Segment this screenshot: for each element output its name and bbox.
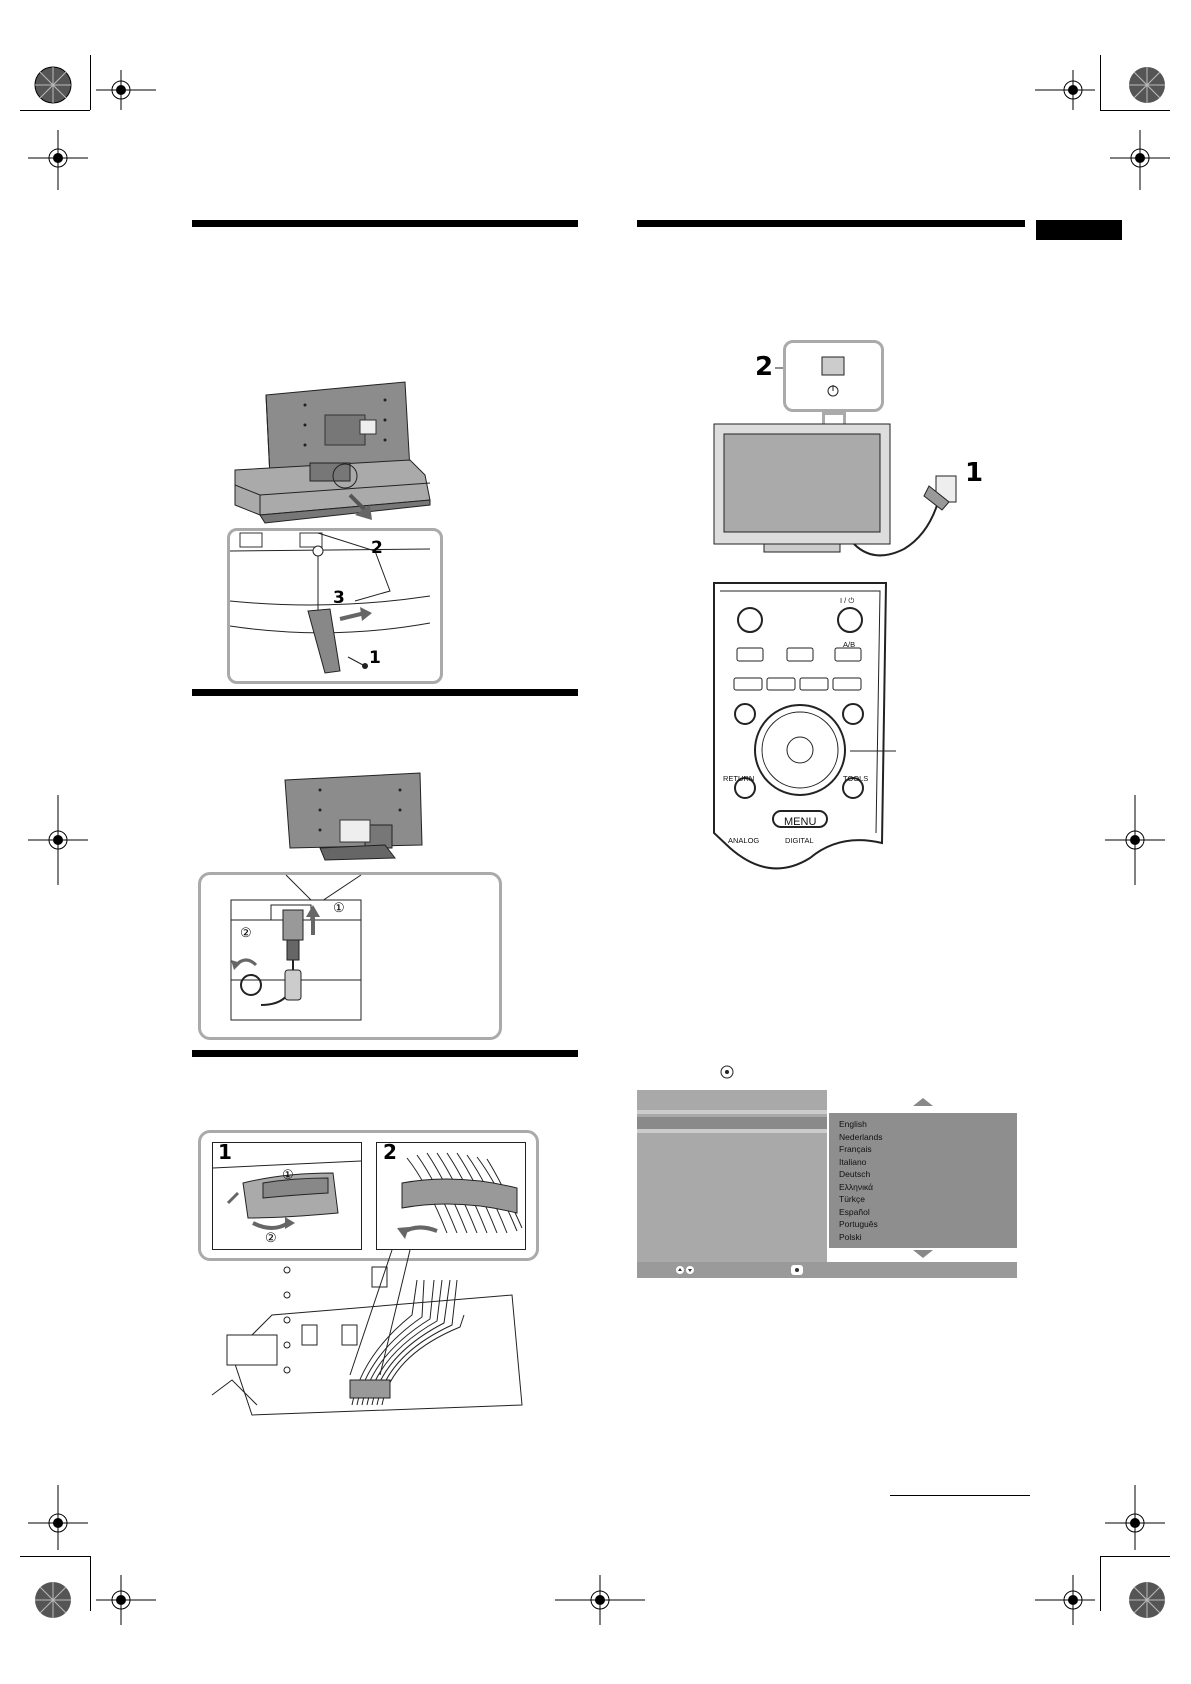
tools-button-label: TOOLS bbox=[843, 774, 869, 783]
crosshair-icon bbox=[28, 795, 88, 885]
menu-footer-bar bbox=[637, 1262, 1017, 1278]
callout-number: 1 bbox=[369, 648, 381, 668]
language-option-polish[interactable]: Polski bbox=[839, 1231, 862, 1242]
select-button-icon bbox=[791, 1265, 803, 1275]
crosshair-icon bbox=[96, 1575, 156, 1625]
callout-number: 1 bbox=[965, 458, 984, 488]
menu-header-bar bbox=[637, 1110, 827, 1114]
crosshair-icon bbox=[1035, 1575, 1095, 1625]
callout-number: 2 bbox=[383, 1140, 397, 1164]
ab-button-label: A/B bbox=[843, 640, 856, 649]
step-marker: ① bbox=[282, 1167, 294, 1182]
bundle-leader-lines bbox=[349, 1249, 411, 1376]
return-button-label: RETURN bbox=[723, 774, 755, 783]
section-rule bbox=[637, 220, 1025, 227]
language-list: English Nederlands Français Italiano Deu… bbox=[829, 1113, 1017, 1248]
step-marker: ② bbox=[265, 1230, 277, 1245]
language-option-italian[interactable]: Italiano bbox=[839, 1156, 867, 1167]
menu-highlight-row bbox=[637, 1129, 827, 1133]
power-button-detail bbox=[783, 340, 884, 412]
crosshair-icon bbox=[1035, 70, 1095, 110]
cable-removal-diagram bbox=[280, 770, 430, 861]
stand-fix-diagram bbox=[230, 375, 440, 685]
language-option-german[interactable]: Deutsch bbox=[839, 1169, 871, 1179]
menu-button-label: MENU bbox=[784, 816, 817, 828]
bundle-step-1 bbox=[212, 1142, 362, 1250]
crosshair-icon bbox=[1110, 130, 1170, 190]
continued-rule bbox=[890, 1495, 1030, 1496]
crop-target-icon bbox=[1129, 1582, 1165, 1618]
remote-control bbox=[710, 582, 890, 873]
crop-target-icon bbox=[34, 66, 72, 104]
crop-target-icon bbox=[35, 1582, 71, 1618]
menu-left-panel bbox=[637, 1090, 827, 1262]
callout-number: 2 bbox=[371, 538, 383, 558]
up-down-arrows-icon bbox=[676, 1266, 694, 1274]
crosshair-icon bbox=[96, 70, 156, 110]
step-marker: ① bbox=[333, 900, 345, 915]
step-marker: ② bbox=[240, 925, 252, 940]
tv-back-cables bbox=[211, 1255, 532, 1416]
crosshair-icon bbox=[28, 130, 88, 190]
analog-button-label: ANALOG bbox=[728, 836, 760, 845]
callout-number: 3 bbox=[333, 588, 345, 608]
cable-removal-detail bbox=[198, 872, 502, 1040]
language-menu-screen: English Nederlands Français Italiano Deu… bbox=[637, 1090, 1017, 1278]
section-rule bbox=[192, 220, 578, 227]
tv-front bbox=[713, 423, 957, 557]
section-rule bbox=[192, 689, 578, 696]
power-button-label: I / ⏻ bbox=[840, 596, 855, 605]
callout-line bbox=[850, 750, 896, 752]
callout-number: 1 bbox=[218, 1140, 232, 1164]
language-option-portuguese[interactable]: Português bbox=[839, 1219, 878, 1229]
language-option-english[interactable]: English bbox=[839, 1119, 867, 1129]
digital-button-label: DIGITAL bbox=[785, 836, 814, 845]
language-option-spanish[interactable]: Español bbox=[839, 1206, 870, 1217]
language-option-turkish[interactable]: Türkçe bbox=[839, 1194, 865, 1204]
scroll-up-icon[interactable] bbox=[913, 1098, 933, 1106]
stand-fix-detail bbox=[227, 528, 443, 684]
crosshair-icon bbox=[1105, 795, 1165, 885]
bundle-step-2 bbox=[376, 1142, 526, 1250]
scroll-down-icon[interactable] bbox=[913, 1250, 933, 1258]
section-rule bbox=[192, 1050, 578, 1057]
crosshair-icon bbox=[555, 1575, 645, 1625]
language-option-dutch[interactable]: Nederlands bbox=[839, 1131, 883, 1142]
language-option-greek[interactable]: Ελληνικά bbox=[839, 1181, 874, 1192]
crosshair-icon bbox=[28, 1485, 88, 1550]
language-tab bbox=[1036, 220, 1122, 240]
crop-target-icon bbox=[1129, 67, 1165, 103]
language-option-french[interactable]: Français bbox=[839, 1144, 872, 1154]
select-button-icon bbox=[720, 1065, 734, 1079]
crosshair-icon bbox=[1105, 1485, 1165, 1550]
menu-selected-row bbox=[637, 1117, 827, 1129]
callout-number: 2 bbox=[755, 352, 774, 382]
